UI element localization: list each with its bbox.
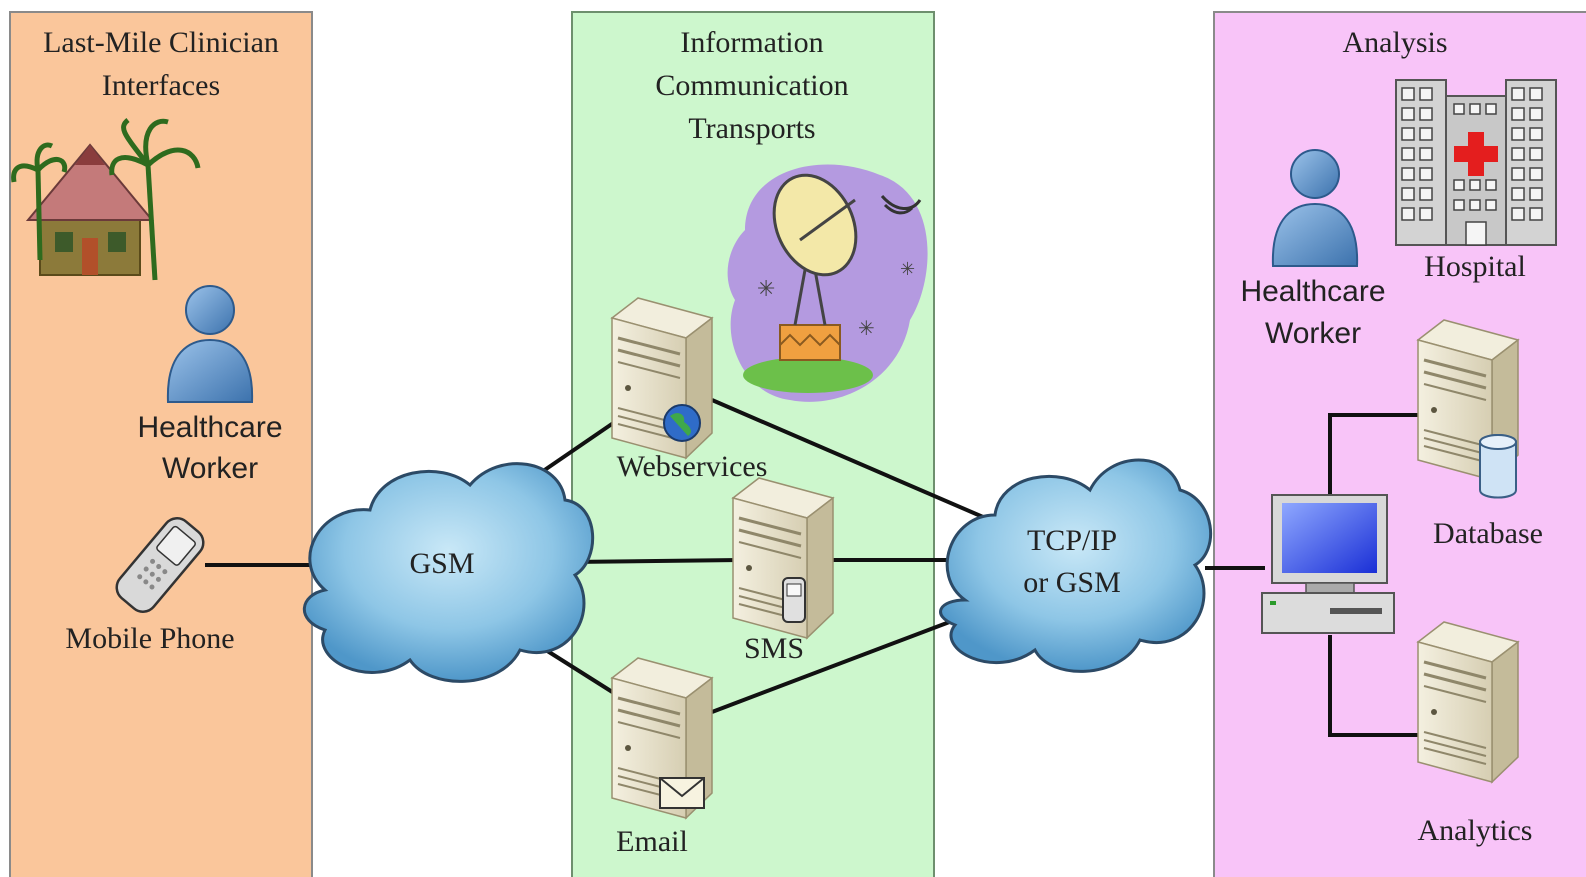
- right-worker-label-line1: Healthcare: [1240, 275, 1385, 308]
- desktop-computer-icon: [1261, 494, 1395, 634]
- line-webservices-tcp: [711, 398, 991, 522]
- village-hut-icon: [11, 118, 201, 281]
- middle-panel-title-line3: Transports: [688, 112, 815, 145]
- tcp-label-line1: TCP/IP: [1027, 524, 1117, 557]
- line-email-tcp: [711, 616, 961, 714]
- sms-label: SMS: [744, 632, 804, 665]
- middle-panel-title-line2: Communication: [655, 69, 848, 102]
- left-panel-title-line2: Interfaces: [102, 69, 220, 102]
- mobile-phone-label: Mobile Phone: [65, 622, 234, 655]
- tcp-gsm-cloud-icon: [939, 458, 1212, 673]
- middle-panel-title-line1: Information: [680, 26, 823, 59]
- database-label: Database: [1433, 517, 1543, 550]
- email-label: Email: [616, 825, 688, 858]
- hospital-label: Hospital: [1424, 250, 1526, 283]
- mobile-phone-icon: [115, 517, 205, 613]
- webservices-server-icon: [610, 296, 714, 460]
- right-worker-label-line2: Worker: [1265, 317, 1361, 350]
- line-gsm-webservices: [528, 413, 627, 482]
- email-server-icon: [610, 656, 714, 820]
- line-computer-database: [1328, 413, 1420, 505]
- left-panel-title-line1: Last-Mile Clinician: [43, 26, 279, 59]
- left-worker-label-line2: Worker: [162, 452, 258, 485]
- tcp-label-line2: or GSM: [1023, 566, 1121, 599]
- connection-lines: [205, 398, 1420, 737]
- svg-text:✳: ✳: [858, 318, 875, 340]
- right-panel-title: Analysis: [1343, 26, 1448, 59]
- database-server-icon: [1416, 318, 1520, 499]
- gsm-cloud-icon: [302, 462, 595, 683]
- analytics-label: Analytics: [1418, 814, 1533, 847]
- webservices-label: Webservices: [617, 450, 768, 483]
- satellite-dish-icon: ✳ ✳ ✳: [727, 164, 928, 402]
- svg-text:✳: ✳: [757, 276, 775, 301]
- analytics-server-icon: [1416, 620, 1520, 784]
- left-worker-label-line1: Healthcare: [137, 411, 282, 444]
- sms-server-icon: [731, 476, 835, 640]
- hospital-icon: [1395, 79, 1557, 246]
- line-gsm-sms: [569, 558, 741, 564]
- left-panel: [9, 11, 313, 877]
- line-computer-analytics: [1328, 635, 1420, 737]
- gsm-label: GSM: [409, 547, 474, 580]
- svg-text:✳: ✳: [900, 259, 915, 279]
